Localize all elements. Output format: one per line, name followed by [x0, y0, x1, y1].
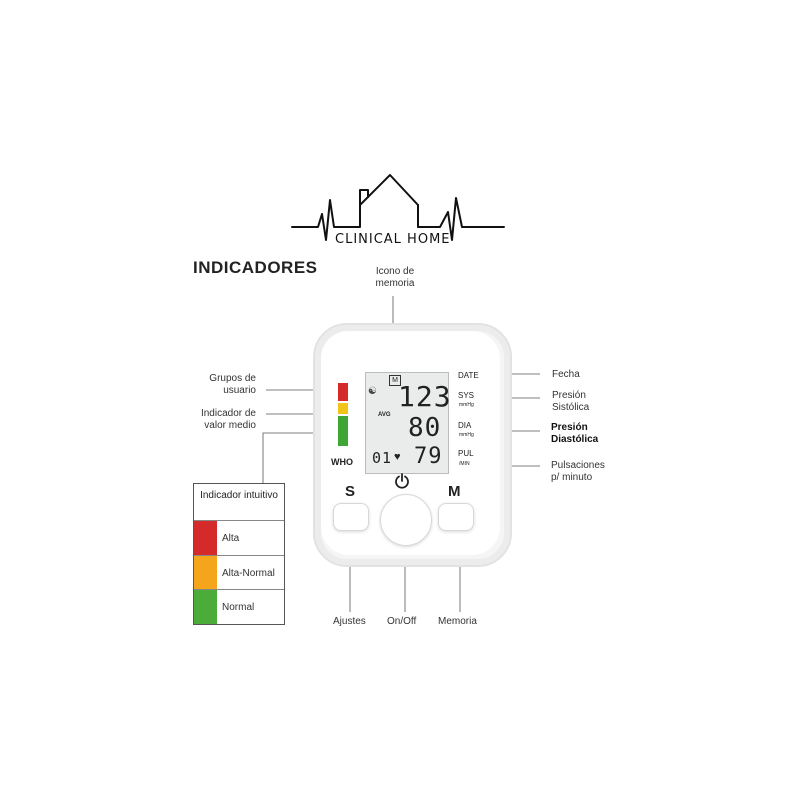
bar-green [338, 416, 348, 446]
avg-indicator: AVG [378, 412, 391, 418]
legend-swatch-green [194, 590, 217, 624]
m-button-label: M [448, 483, 461, 500]
lcd-screen [365, 372, 449, 474]
user-number: 01 [372, 449, 393, 467]
callout-date: Fecha [552, 369, 580, 380]
legend-row-alta-normal: Alta-Normal [194, 555, 284, 590]
clinical-home-logo [291, 174, 505, 241]
dia-unit: mmHg [459, 432, 474, 438]
pulse-value: 79 [414, 444, 443, 469]
s-button-label: S [345, 483, 356, 500]
callout-settings: Ajustes [333, 616, 366, 627]
callout-onoff: On/Off [387, 616, 417, 627]
callout-pulse: Pulsaciones p/ minuto [551, 460, 605, 483]
sys-unit: mmHg [459, 402, 474, 408]
dia-value: 80 [408, 413, 442, 443]
power-button[interactable] [380, 494, 432, 546]
callout-memory-icon: Icono de memoria [375, 266, 415, 289]
callout-systolic: Presión Sistólica [552, 390, 590, 413]
legend-row-alta: Alta [194, 520, 284, 555]
legend-label: Alta [222, 533, 240, 544]
logo-text: CLINICAL HOME [335, 232, 451, 247]
sys-value: 123 [398, 380, 452, 413]
dia-label: DIA [458, 421, 472, 430]
pul-label: PUL [458, 449, 474, 458]
legend-title: Indicador intuitivo [200, 490, 278, 501]
bar-red [338, 383, 348, 401]
legend-swatch-orange [194, 556, 217, 590]
who-label: WHO [331, 457, 353, 467]
settings-button[interactable] [333, 503, 369, 531]
section-title: INDICADORES [193, 258, 318, 277]
callout-memory: Memoria [438, 616, 477, 627]
memory-button[interactable] [438, 503, 474, 531]
date-label: DATE [458, 371, 479, 380]
legend-swatch-red [194, 521, 217, 555]
legend-label: Normal [222, 602, 255, 613]
heart-icon: ♥ [394, 451, 401, 463]
sys-label: SYS [458, 391, 475, 400]
legend-row-normal: Normal [194, 589, 284, 624]
pul-unit: /MIN [459, 461, 470, 467]
intuitive-indicator-legend: Indicador intuitivo Alta Alta-Normal Nor… [193, 483, 285, 625]
callout-avg-indicator: Indicador de valor medio [200, 408, 256, 431]
user-icon: ☯ [368, 386, 377, 397]
callout-diastolic: Presión Diastólica [551, 422, 599, 445]
memory-icon: M [389, 375, 401, 386]
callout-user-groups: Grupos de usuario [209, 373, 256, 396]
bar-yellow [338, 403, 348, 414]
power-icon [395, 473, 409, 489]
legend-label: Alta-Normal [222, 568, 275, 579]
